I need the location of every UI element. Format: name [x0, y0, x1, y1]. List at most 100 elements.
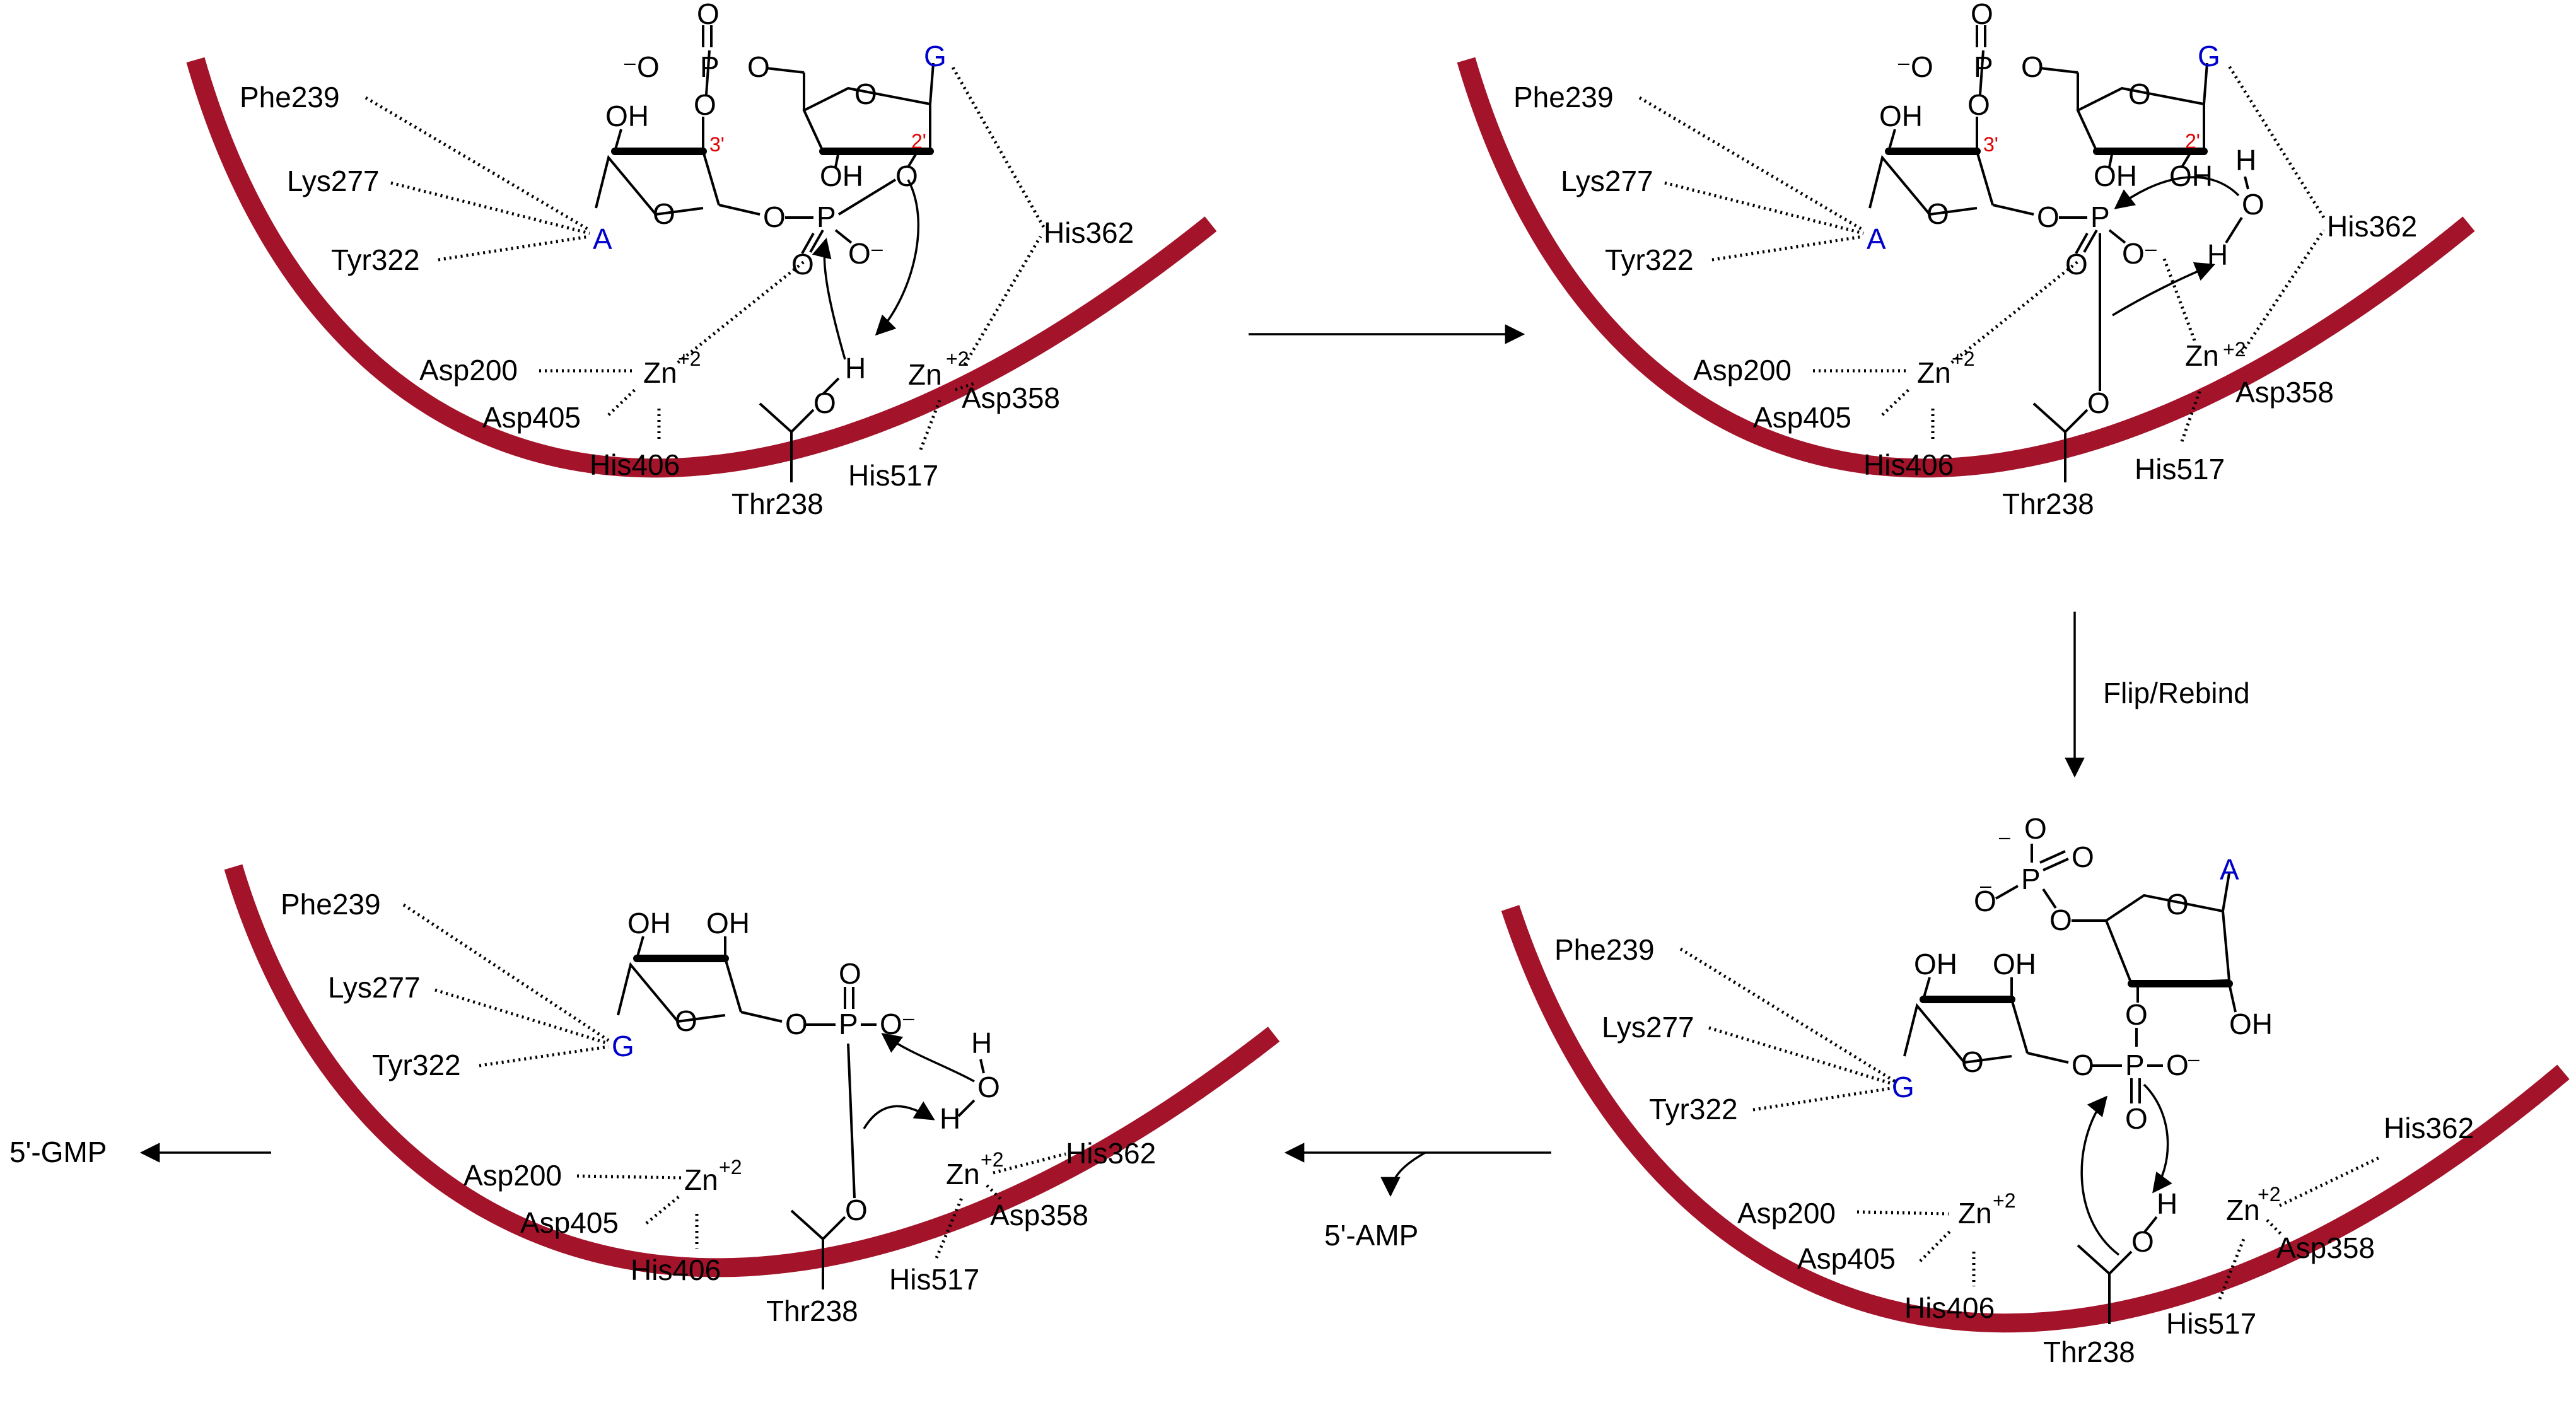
svg-text:–: – — [1980, 874, 1991, 897]
svg-text:O: O — [839, 957, 861, 990]
zn-ion: Zn — [2185, 339, 2219, 372]
residue-thr238: Thr238 — [731, 487, 824, 520]
residue-asp200: Asp200 — [463, 1159, 562, 1192]
svg-text:P: P — [700, 50, 720, 83]
zn-ion: Zn — [908, 358, 942, 391]
svg-text:OH: OH — [1914, 948, 1957, 981]
svg-text:–: – — [903, 1006, 914, 1029]
residue-asp405: Asp405 — [520, 1206, 619, 1239]
svg-text:O: O — [2037, 201, 2060, 233]
svg-text:O: O — [2125, 1102, 2148, 1135]
residue-phe239: Phe239 — [1513, 81, 1614, 113]
svg-text:O: O — [2125, 998, 2148, 1031]
residue-tyr322: Tyr322 — [372, 1049, 461, 1081]
svg-text:O: O — [697, 0, 720, 30]
zn-ion: Zn — [643, 356, 677, 389]
svg-text:P: P — [2021, 863, 2041, 895]
svg-text:H: H — [940, 1102, 960, 1135]
label-flip-rebind: Flip/Rebind — [2103, 677, 2250, 709]
residue-lys277: Lys277 — [1602, 1011, 1694, 1044]
residue-phe239: Phe239 — [281, 888, 381, 921]
svg-text:O: O — [2131, 1225, 2154, 1258]
residue-asp405: Asp405 — [1797, 1242, 1896, 1275]
svg-text:OH: OH — [2094, 160, 2137, 192]
residue-tyr322: Tyr322 — [1649, 1093, 1738, 1126]
svg-text:–: – — [2188, 1047, 2200, 1070]
panel-1: Phe239 Lys277 Tyr322 Asp200 Asp405 His40… — [186, 0, 1217, 520]
svg-text:O: O — [653, 197, 675, 230]
svg-text:P: P — [2125, 1049, 2145, 1081]
zn-charge: +2 — [678, 347, 701, 370]
residue-asp200: Asp200 — [1737, 1197, 1836, 1230]
residue-phe239: Phe239 — [1554, 933, 1655, 966]
panel-4: Phe239 Lys277 Tyr322 Asp200 Asp405 His40… — [224, 864, 1280, 1327]
residue-thr238: Thr238 — [2002, 487, 2094, 520]
svg-text:H: H — [2235, 144, 2256, 177]
residue-his517: His517 — [889, 1263, 979, 1296]
residue-his517: His517 — [2166, 1307, 2256, 1340]
residue-lys277: Lys277 — [287, 165, 380, 197]
residue-lys277: Lys277 — [328, 971, 421, 1004]
svg-text:O: O — [2166, 888, 2189, 921]
svg-text:P: P — [839, 1008, 858, 1040]
svg-text:OH: OH — [2169, 160, 2213, 192]
svg-text:O: O — [637, 50, 660, 83]
svg-text:O: O — [2021, 50, 2044, 83]
svg-text:–: – — [871, 237, 883, 260]
base-guanine: G — [2198, 40, 2220, 73]
enzyme-pocket-arc — [224, 864, 1280, 1277]
zn-charge: +2 — [719, 1156, 742, 1178]
enzyme-pocket-arc — [1501, 905, 2570, 1333]
residue-asp358: Asp358 — [990, 1199, 1088, 1231]
enzyme-pocket-arc — [186, 57, 1217, 478]
residue-tyr322: Tyr322 — [1605, 243, 1694, 276]
svg-text:O: O — [1911, 50, 1933, 83]
svg-text:O: O — [2128, 78, 2151, 110]
residue-phe239: Phe239 — [240, 81, 340, 113]
svg-text:O: O — [1967, 88, 1990, 121]
base-adenine: A — [593, 223, 612, 255]
svg-text:O: O — [1974, 885, 1996, 917]
panel-3: Phe239 Lys277 Tyr322 Asp200 Asp405 His40… — [1501, 812, 2570, 1368]
svg-text:–: – — [1999, 825, 2010, 848]
svg-text:–: – — [624, 51, 636, 74]
position-label: 3' — [1983, 133, 1998, 156]
svg-text:O: O — [2024, 812, 2047, 845]
svg-text:H: H — [2157, 1187, 2177, 1220]
position-label: 3' — [709, 133, 725, 156]
zn-ion: Zn — [684, 1163, 718, 1196]
label-5-gmp: 5'-GMP — [9, 1136, 107, 1168]
svg-text:O: O — [854, 78, 877, 110]
base-adenine: A — [1867, 223, 1886, 255]
svg-text:O: O — [747, 50, 770, 83]
residue-thr238: Thr238 — [766, 1295, 858, 1327]
svg-text:P: P — [1974, 50, 1993, 83]
svg-text:OH: OH — [1879, 100, 1923, 132]
residue-his406: His406 — [1863, 448, 1954, 481]
base-guanine: G — [924, 40, 947, 73]
base-guanine: G — [612, 1030, 634, 1062]
residue-his406: His406 — [590, 448, 680, 481]
base-guanine: G — [1892, 1071, 1915, 1103]
svg-text:OH: OH — [1993, 948, 2036, 981]
zn-ion: Zn — [1958, 1197, 1992, 1230]
residue-asp200: Asp200 — [419, 354, 518, 387]
svg-text:OH: OH — [605, 100, 649, 132]
svg-text:O: O — [2072, 841, 2094, 873]
svg-text:O: O — [694, 88, 716, 121]
svg-text:O: O — [895, 160, 918, 192]
svg-text:O: O — [675, 1004, 697, 1037]
svg-text:P: P — [2090, 201, 2110, 233]
svg-text:H: H — [971, 1027, 992, 1059]
svg-text:–: – — [1898, 51, 1909, 74]
residue-thr238: Thr238 — [2043, 1336, 2135, 1368]
svg-text:O: O — [1926, 197, 1949, 230]
enzyme-pocket-arc — [1457, 57, 2475, 478]
svg-text:O: O — [791, 248, 814, 281]
base-adenine: A — [2220, 853, 2239, 886]
zn-charge: +2 — [2258, 1183, 2280, 1206]
svg-text:OH: OH — [627, 907, 671, 940]
residue-tyr322: Tyr322 — [331, 243, 420, 276]
svg-text:OH: OH — [2229, 1008, 2273, 1040]
svg-text:O: O — [763, 201, 786, 233]
